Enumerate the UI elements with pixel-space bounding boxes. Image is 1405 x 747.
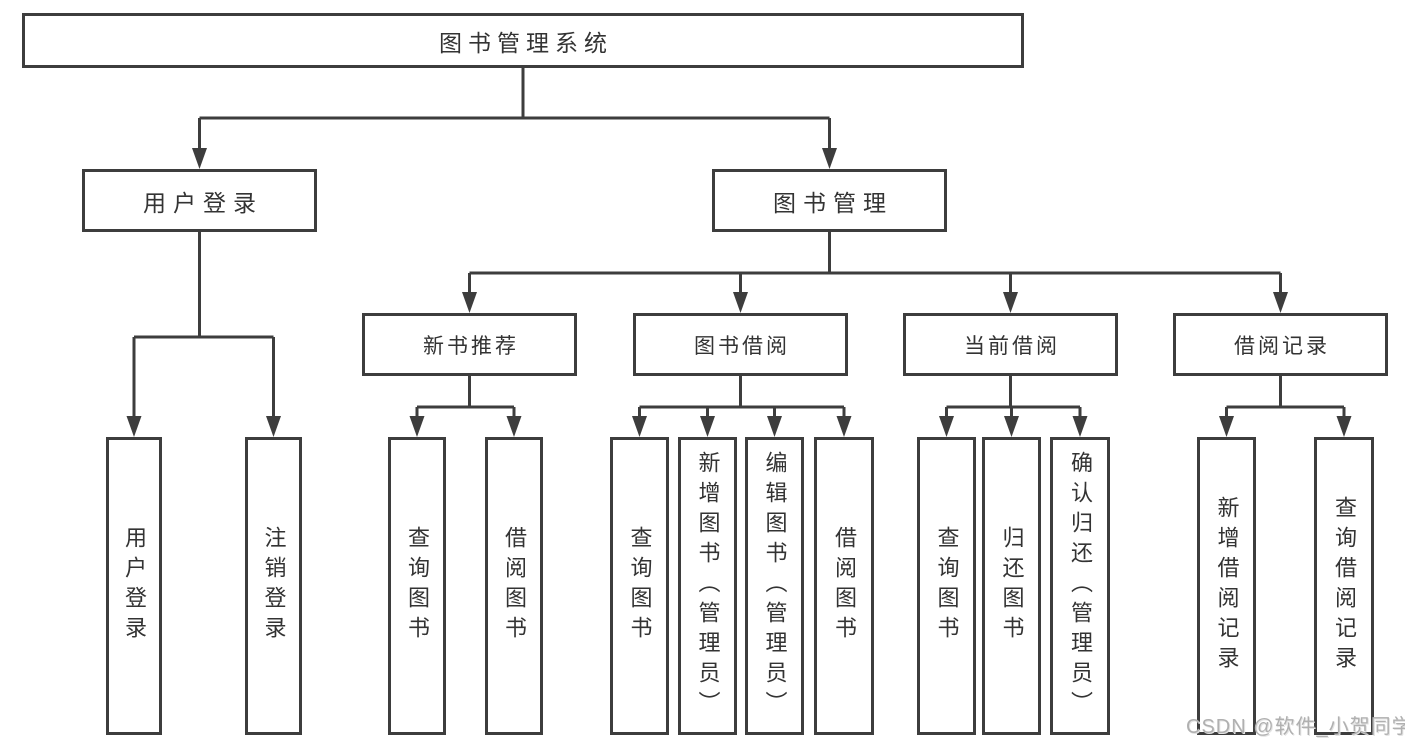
arrowhead-icon — [1273, 292, 1288, 313]
leaf-confirm-return-admin: 确认归还（管理员） — [1050, 437, 1110, 735]
arrowhead-icon — [462, 292, 477, 313]
arrowhead-icon — [1004, 416, 1019, 437]
node-label: 用户登录 — [122, 526, 147, 646]
node-label: 用户登录 — [143, 189, 263, 216]
arrowhead-icon — [939, 416, 954, 437]
node-label: 当前借阅 — [964, 334, 1060, 358]
node-label: 编辑图书（管理员） — [762, 451, 788, 721]
leaf-query-books-borrow: 查询图书 — [610, 437, 669, 735]
node-label: 查询图书 — [405, 526, 430, 646]
node-current-borrow: 当前借阅 — [903, 313, 1118, 376]
leaf-user-login: 用户登录 — [106, 437, 162, 735]
node-library-system: 图书管理系统 — [22, 13, 1024, 68]
leaf-return-books: 归还图书 — [982, 437, 1041, 735]
arrowhead-icon — [767, 416, 782, 437]
leaf-borrow-books: 借阅图书 — [814, 437, 874, 735]
node-label: 借阅记录 — [1234, 334, 1330, 358]
node-label: 图书管理系统 — [439, 29, 613, 56]
leaf-query-borrow-record: 查询借阅记录 — [1314, 437, 1374, 735]
arrowhead-icon — [632, 416, 647, 437]
arrowhead-icon — [822, 148, 837, 169]
arrowhead-icon — [192, 148, 207, 169]
node-new-book-recommend: 新书推荐 — [362, 313, 577, 376]
leaf-edit-book-admin: 编辑图书（管理员） — [745, 437, 804, 735]
leaf-query-books-recommend: 查询图书 — [388, 437, 446, 735]
arrowhead-icon — [700, 416, 715, 437]
leaf-query-books-current: 查询图书 — [917, 437, 976, 735]
node-label: 借阅图书 — [502, 526, 527, 646]
arrowhead-icon — [126, 416, 142, 437]
leaf-borrow-books-recommend: 借阅图书 — [485, 437, 543, 735]
arrowhead-icon — [266, 416, 281, 437]
arrowhead-icon — [1003, 292, 1018, 313]
leaf-logout: 注销登录 — [245, 437, 302, 735]
leaf-add-book-admin: 新增图书（管理员） — [678, 437, 737, 735]
node-label: 查询图书 — [627, 526, 653, 646]
arrowhead-icon — [836, 416, 852, 437]
arrowhead-icon — [409, 416, 425, 437]
arrowhead-icon — [1072, 416, 1088, 437]
node-label: 新书推荐 — [423, 334, 519, 358]
node-label: 注销登录 — [261, 526, 287, 646]
arrowhead-icon — [506, 416, 522, 437]
node-user-login: 用户登录 — [82, 169, 317, 232]
leaf-add-borrow-record: 新增借阅记录 — [1197, 437, 1256, 735]
node-book-borrow: 图书借阅 — [633, 313, 848, 376]
node-label: 确认归还（管理员） — [1068, 451, 1093, 721]
arrowhead-icon — [1336, 416, 1352, 437]
node-label: 归还图书 — [999, 526, 1025, 646]
node-label: 查询借阅记录 — [1332, 496, 1357, 676]
node-book-management: 图书管理 — [712, 169, 947, 232]
node-label: 新增图书（管理员） — [695, 451, 721, 721]
node-label: 新增借阅记录 — [1214, 496, 1240, 676]
watermark-text: CSDN @软件_小贺同学 — [1186, 716, 1405, 738]
node-label: 图书管理 — [773, 189, 893, 216]
node-borrow-records: 借阅记录 — [1173, 313, 1388, 376]
node-label: 图书借阅 — [694, 334, 790, 358]
node-label: 查询图书 — [934, 526, 960, 646]
arrowhead-icon — [1219, 416, 1234, 437]
node-label: 借阅图书 — [832, 526, 857, 646]
arrowhead-icon — [733, 292, 748, 313]
